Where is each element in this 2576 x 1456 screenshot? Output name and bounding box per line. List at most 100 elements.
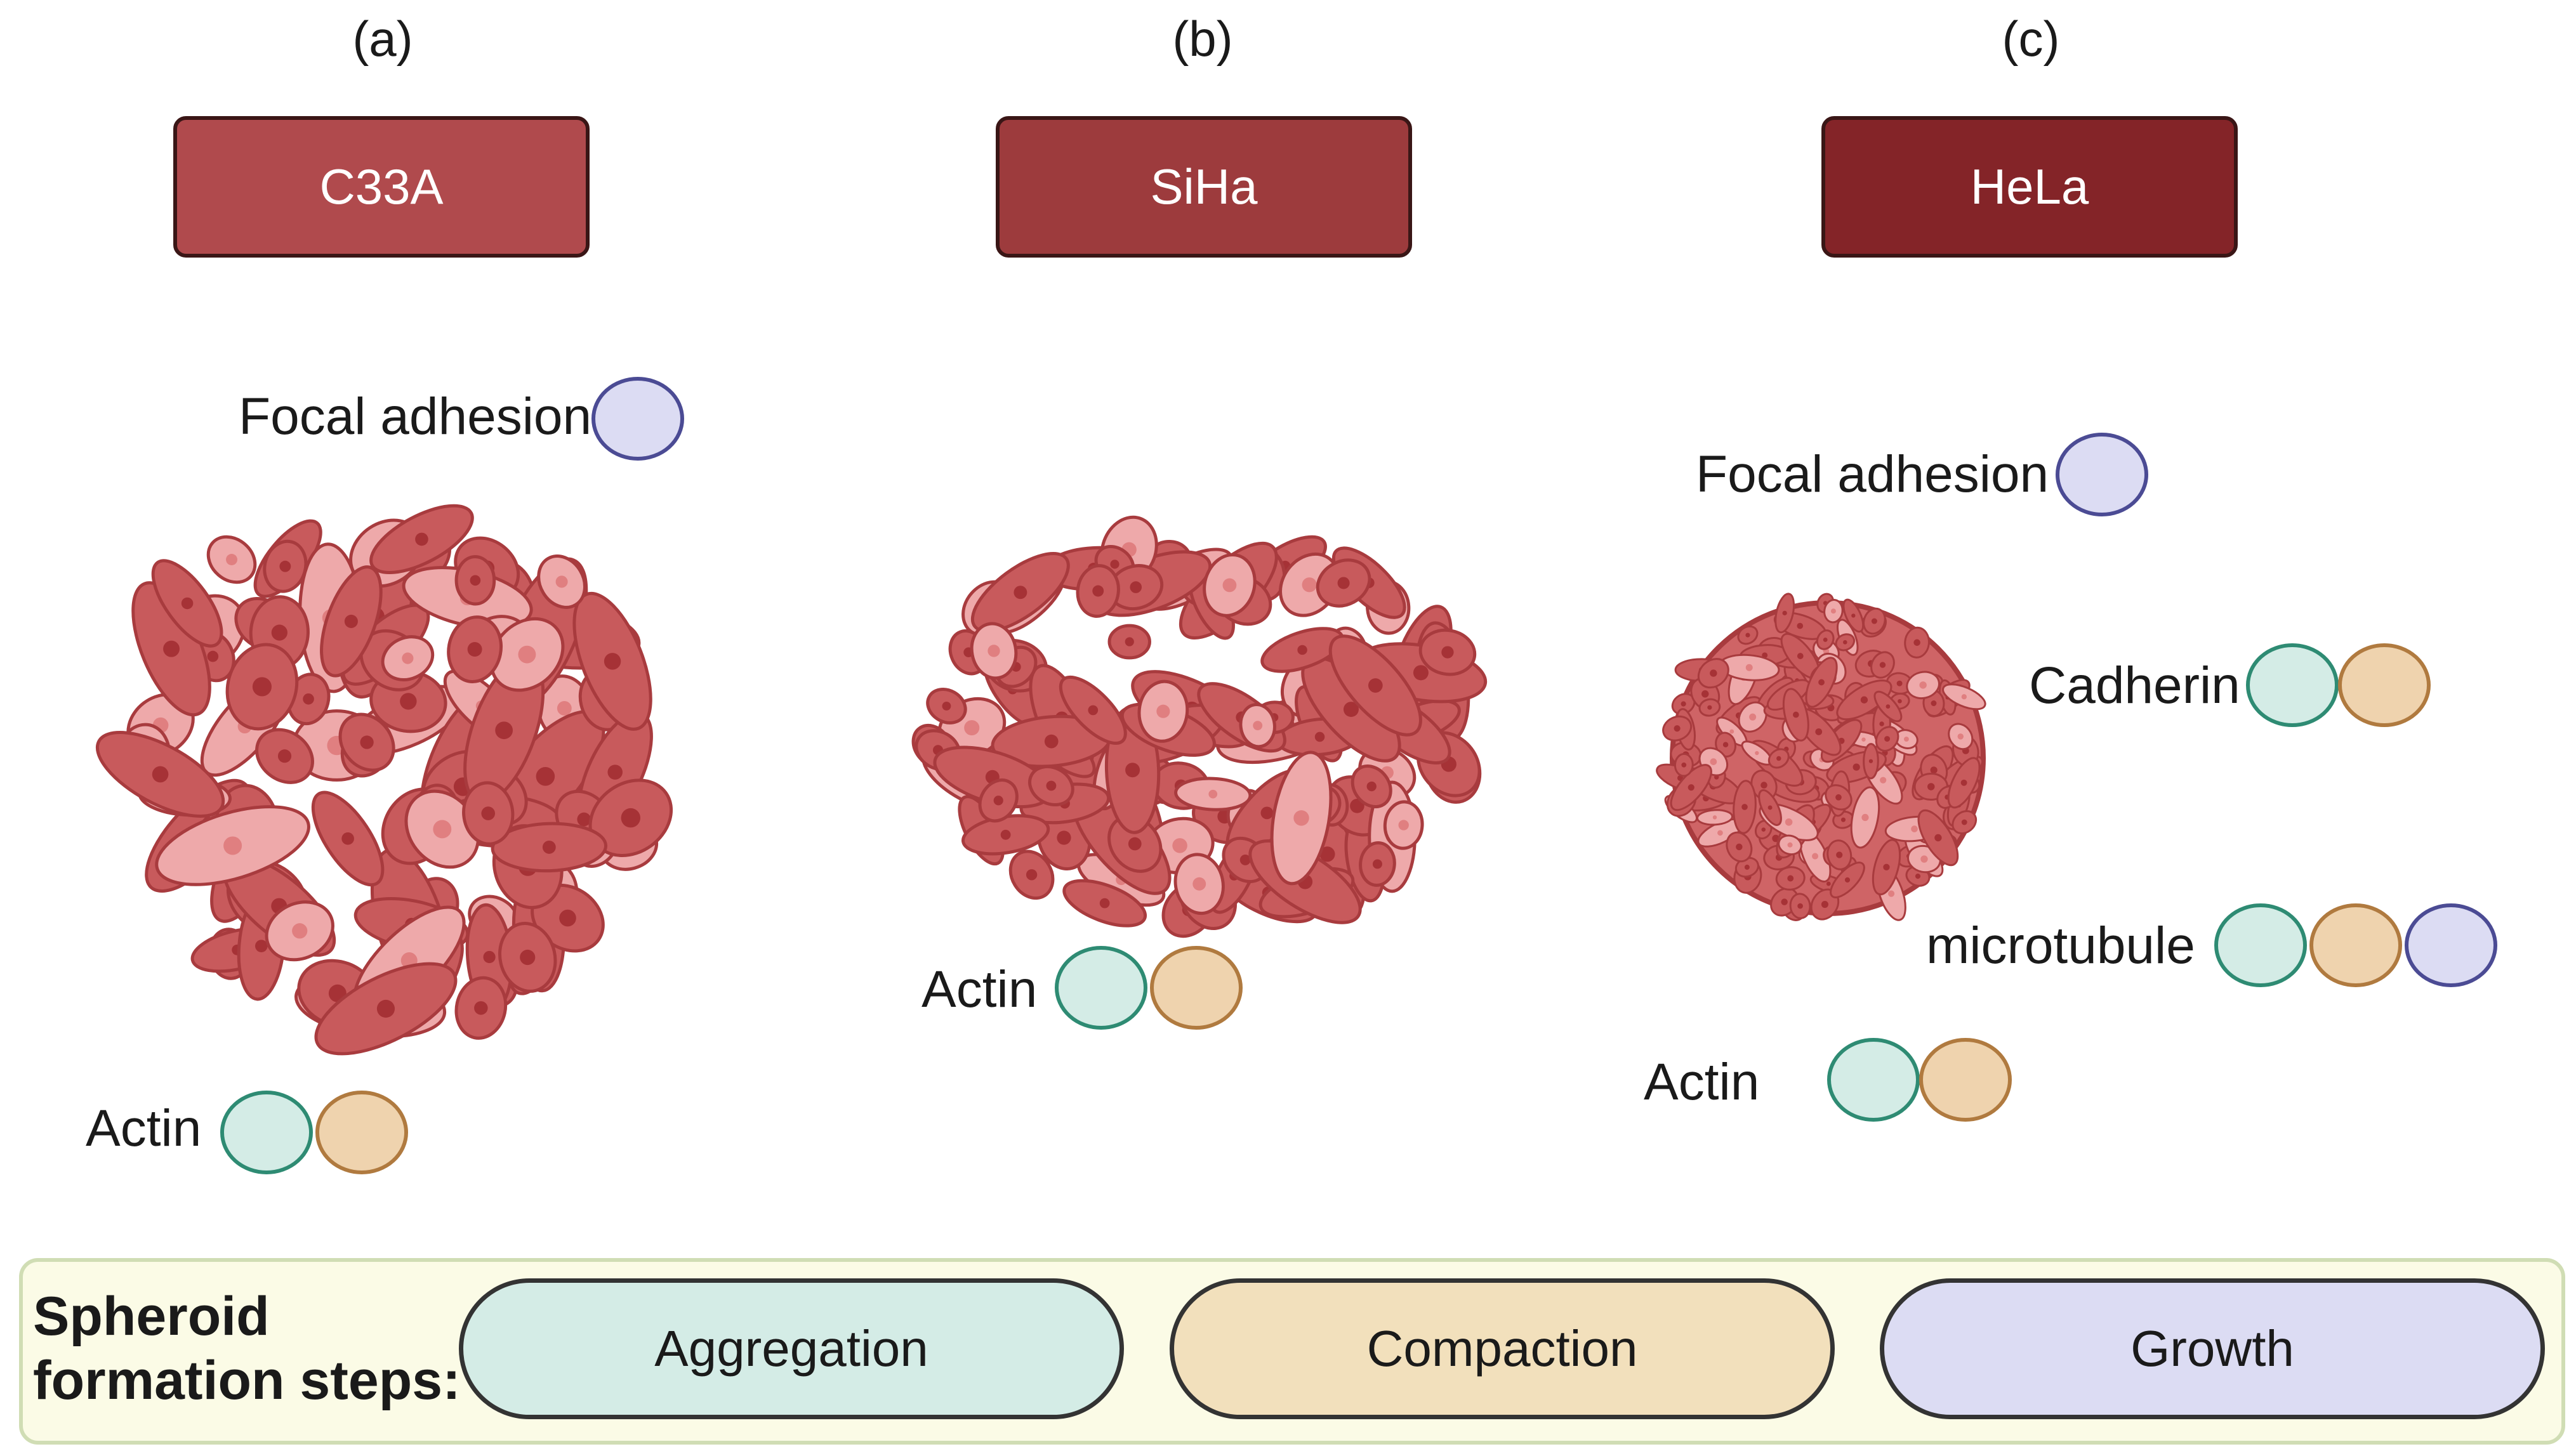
cell-nucleus: [1919, 681, 1927, 689]
cell-nucleus: [1884, 736, 1891, 742]
marker-label-a-focal-adhesion: Focal adhesion: [239, 388, 592, 445]
cell-nucleus: [400, 693, 417, 710]
cell-nucleus: [1745, 633, 1750, 638]
cell-nucleus: [1681, 762, 1687, 768]
cell-nucleus: [1717, 830, 1723, 836]
cell-nucleus: [1868, 759, 1873, 763]
marker-circles: [220, 377, 2497, 1174]
cell-nucleus: [1792, 711, 1799, 718]
cell-nucleus: [1000, 829, 1011, 840]
cell-nucleus: [1797, 653, 1804, 659]
cell-nucleus: [964, 720, 980, 736]
cell-nucleus: [1931, 700, 1937, 706]
cell-nucleus: [604, 653, 621, 670]
cell-nucleus: [1441, 646, 1454, 659]
cell-nucleus: [1297, 645, 1307, 655]
cell-nucleus: [1755, 751, 1759, 756]
cell-nucleus: [254, 940, 268, 952]
compaction-marker-circle: [1150, 946, 1243, 1030]
cell-nucleus: [1934, 834, 1942, 842]
cell-nucleus: [1787, 875, 1794, 882]
cell-nucleus: [1128, 837, 1142, 851]
cell-nucleus: [1767, 805, 1773, 810]
cell-nucleus: [520, 949, 536, 966]
cell-line-box-c33a: C33A: [173, 116, 590, 258]
cell-nucleus: [1057, 830, 1071, 845]
cell-nucleus: [1898, 698, 1902, 704]
cell-nucleus: [1253, 721, 1263, 731]
cell-nucleus: [470, 575, 481, 586]
growth-marker-circle: [591, 377, 684, 461]
cell-nucleus: [1853, 763, 1860, 771]
cell-nucleus: [1861, 813, 1869, 822]
cell-nucleus: [557, 701, 572, 716]
compaction-marker-circle: [315, 1091, 408, 1174]
cell-nucleus: [433, 820, 452, 839]
cell-line-box-hela: HeLa: [1821, 116, 2238, 258]
cell-nucleus: [1681, 701, 1686, 707]
marker-label-b-actin: Actin: [921, 961, 1038, 1018]
cell-nucleus: [223, 836, 242, 855]
compaction-marker-circle: [2338, 643, 2431, 727]
panel-letter-c: (c): [2002, 11, 2060, 67]
cell-nucleus: [1844, 877, 1851, 883]
cell-nucleus: [993, 796, 1003, 806]
cell-nucleus: [279, 560, 291, 572]
cell-nucleus: [942, 701, 951, 711]
cell-nucleus: [1840, 817, 1846, 822]
cell-line-label-siha: SiHa: [1150, 159, 1258, 214]
cell-nucleus: [621, 808, 641, 828]
aggregation-marker-circle: [220, 1091, 313, 1174]
cell-nucleus: [344, 614, 358, 628]
legend-step-compaction-label: Compaction: [1366, 1320, 1638, 1377]
cell-nucleus: [1835, 794, 1842, 801]
cell-nucleus: [1712, 815, 1717, 820]
cell-nucleus: [1260, 806, 1274, 820]
compaction-marker-circle: [1919, 1038, 2012, 1122]
cell-nucleus: [207, 650, 219, 662]
cell-nucleus: [1707, 705, 1712, 710]
cell-nucleus: [1913, 639, 1920, 646]
cell-nucleus: [536, 767, 555, 786]
marker-label-c-cadherin: Cadherin: [2029, 657, 2240, 714]
cell-nucleus: [1172, 838, 1187, 853]
cell-nucleus: [1710, 669, 1717, 677]
cell-nucleus: [1886, 704, 1891, 709]
cell-nucleus: [1337, 577, 1350, 589]
cell-nucleus: [1785, 818, 1793, 826]
cell-nucleus: [1903, 737, 1909, 742]
cell-nucleus: [1302, 577, 1317, 593]
cell-nucleus: [1729, 729, 1734, 734]
cell-nucleus: [1760, 782, 1767, 789]
cell-nucleus: [1960, 779, 1967, 786]
cell-nucleus: [1826, 881, 1831, 886]
cell-nucleus: [1125, 763, 1140, 778]
siha-spheroid: [911, 515, 1488, 938]
cell-nucleus: [987, 645, 1000, 657]
cell-nucleus: [1046, 780, 1057, 791]
cell-nucleus: [1208, 789, 1218, 799]
cell-nucleus: [1125, 637, 1134, 646]
cell-nucleus: [1744, 864, 1750, 870]
cell-nucleus: [1014, 586, 1027, 600]
marker-label-c-actin: Actin: [1644, 1053, 1760, 1111]
cell-nucleus: [1880, 777, 1887, 784]
cell-nucleus: [1368, 678, 1383, 693]
cell-nucleus: [277, 749, 292, 763]
cell-nucleus: [1782, 610, 1787, 615]
cell-nucleus: [1930, 766, 1938, 774]
cell-nucleus: [1818, 679, 1825, 686]
cell-nucleus: [1026, 869, 1038, 881]
legend-title-line2: formation steps:: [33, 1349, 461, 1411]
cell-nucleus: [1674, 725, 1681, 732]
marker-label-a-actin: Actin: [86, 1099, 202, 1157]
cell-nucleus: [1749, 713, 1757, 721]
cell-nucleus: [292, 923, 308, 939]
legend-step-aggregation-label: Aggregation: [654, 1320, 928, 1377]
cell-nucleus: [1372, 859, 1382, 869]
cell-nucleus: [1871, 618, 1877, 624]
cell-nucleus: [252, 677, 272, 697]
cell-nucleus: [1722, 742, 1729, 747]
legend-step-growth-label: Growth: [2130, 1320, 2294, 1377]
